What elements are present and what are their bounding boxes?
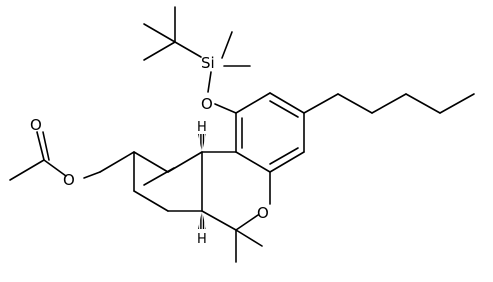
stereo-h-bottom-label: H — [197, 232, 207, 247]
stereo-h-top-label: H — [197, 120, 207, 135]
stereo-hashed-wedges — [198, 134, 206, 229]
silyl-ether-oxygen-label: O — [201, 95, 213, 113]
o-to-aromatic-bond — [214, 103, 237, 114]
cyclohexene-ring — [133, 151, 237, 212]
silyl-methyl-bonds — [207, 31, 251, 93]
gem-dimethyl — [235, 229, 263, 263]
pyran-oxygen-label: O — [257, 204, 269, 222]
ester-oxygen-label: O — [63, 171, 75, 189]
acetoxymethyl-bonds — [9, 131, 135, 181]
pentyl-chain — [303, 93, 475, 114]
carbonyl-oxygen-label: O — [30, 116, 42, 134]
aromatic-ring — [235, 92, 305, 173]
silicon-atom-label: Si — [201, 54, 215, 72]
pyran-ring — [201, 151, 271, 231]
tert-butyl-group — [143, 6, 202, 61]
